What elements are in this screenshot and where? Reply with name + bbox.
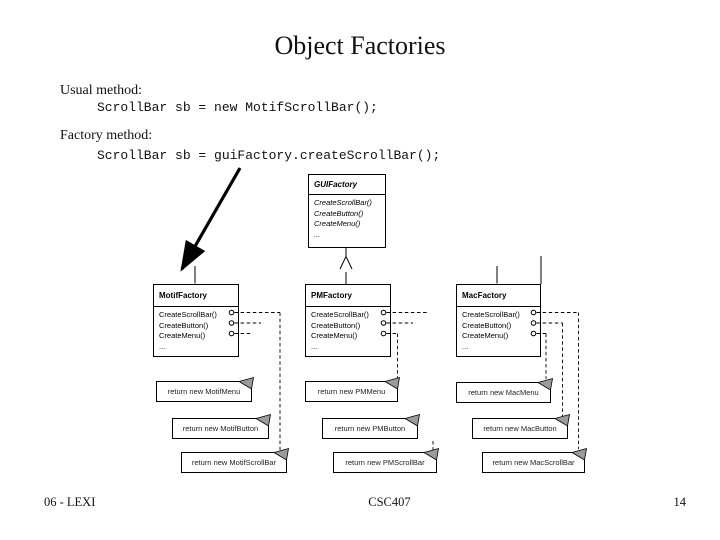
class-method: CreateScrollBar() <box>311 310 369 319</box>
note-return-macbutton: return new MacButton <box>472 418 568 439</box>
note-return-motifmenu: return new MotifMenu <box>156 381 252 402</box>
class-method: CreateButton() <box>462 320 512 330</box>
code-to-motiffactory-arrow <box>180 167 242 272</box>
slide-title: Object Factories <box>274 31 446 60</box>
class-methods-macfactory: CreateScrollBar() CreateButton() CreateM… <box>457 307 540 352</box>
note-return-macmenu: return new MacMenu <box>456 382 551 403</box>
class-box-pmfactory: PMFactory CreateScrollBar() CreateButton… <box>305 284 391 357</box>
factory-method-code: ScrollBar sb = guiFactory.createScrollBa… <box>97 148 441 163</box>
class-method: CreateButton() <box>314 208 364 218</box>
class-box-motiffactory: MotifFactory CreateScrollBar() CreateBut… <box>153 284 239 357</box>
note-return-pmbutton: return new PMButton <box>322 418 418 439</box>
note-return-motifbutton: return new MotifButton <box>172 418 269 439</box>
note-label: return new MacButton <box>483 424 557 433</box>
class-method: CreateScrollBar() <box>159 310 217 319</box>
note-label: return new PMMenu <box>317 387 386 396</box>
class-method: CreateMenu() <box>462 331 509 340</box>
note-label: return new MotifButton <box>182 424 259 433</box>
footer-page-number: 14 <box>673 494 687 509</box>
class-box-guifactory: GUIFactory CreateScrollBar() CreateButto… <box>308 174 386 248</box>
note-return-motifscrollbar: return new MotifScrollBar <box>181 452 287 473</box>
class-methods-guifactory: CreateScrollBar() CreateButton() CreateM… <box>309 195 385 240</box>
class-method: CreateScrollBar() <box>314 198 372 207</box>
note-label: return new PMScrollBar <box>345 458 425 467</box>
note-return-pmmenu: return new PMMenu <box>305 381 398 402</box>
class-method: CreateButton() <box>159 320 209 330</box>
class-method: CreateMenu() <box>159 331 206 340</box>
class-method: CreateButton() <box>311 320 361 330</box>
note-label: return new MacScrollBar <box>492 458 575 467</box>
inheritance-connector <box>194 248 542 284</box>
class-methods-pmfactory: CreateScrollBar() CreateButton() CreateM… <box>306 307 390 352</box>
class-name-guifactory: GUIFactory <box>309 175 385 195</box>
class-method: CreateMenu() <box>311 331 358 340</box>
slide-footer: 06 - LEXI CSC407 14 <box>0 492 720 512</box>
class-name-pmfactory: PMFactory <box>306 285 390 307</box>
note-label: return new MacMenu <box>468 388 539 397</box>
note-label: return new MotifMenu <box>167 387 241 396</box>
generalization-triangle-icon <box>339 255 353 270</box>
class-method: CreateScrollBar() <box>462 310 520 319</box>
class-method-ellipsis: ... <box>314 229 321 239</box>
note-label: return new MotifScrollBar <box>191 458 277 467</box>
footer-course-code: CSC407 <box>368 494 411 509</box>
footer-lecture-label: 06 - LEXI <box>44 494 96 509</box>
factory-method-label: Factory method: <box>60 128 153 143</box>
class-name-motiffactory: MotifFactory <box>154 285 238 307</box>
note-return-pmscrollbar: return new PMScrollBar <box>333 452 437 473</box>
note-label: return new PMButton <box>334 424 406 433</box>
class-method-ellipsis: ... <box>462 341 469 351</box>
class-box-macfactory: MacFactory CreateScrollBar() CreateButto… <box>456 284 541 357</box>
usual-method-code: ScrollBar sb = new MotifScrollBar(); <box>97 100 378 115</box>
class-methods-motiffactory: CreateScrollBar() CreateButton() CreateM… <box>154 307 238 352</box>
class-method: CreateMenu() <box>314 219 361 228</box>
class-name-macfactory: MacFactory <box>457 285 540 307</box>
class-method-ellipsis: ... <box>311 341 318 351</box>
usual-method-label: Usual method: <box>60 83 143 98</box>
note-return-macscrollbar: return new MacScrollBar <box>482 452 585 473</box>
class-method-ellipsis: ... <box>159 341 166 351</box>
